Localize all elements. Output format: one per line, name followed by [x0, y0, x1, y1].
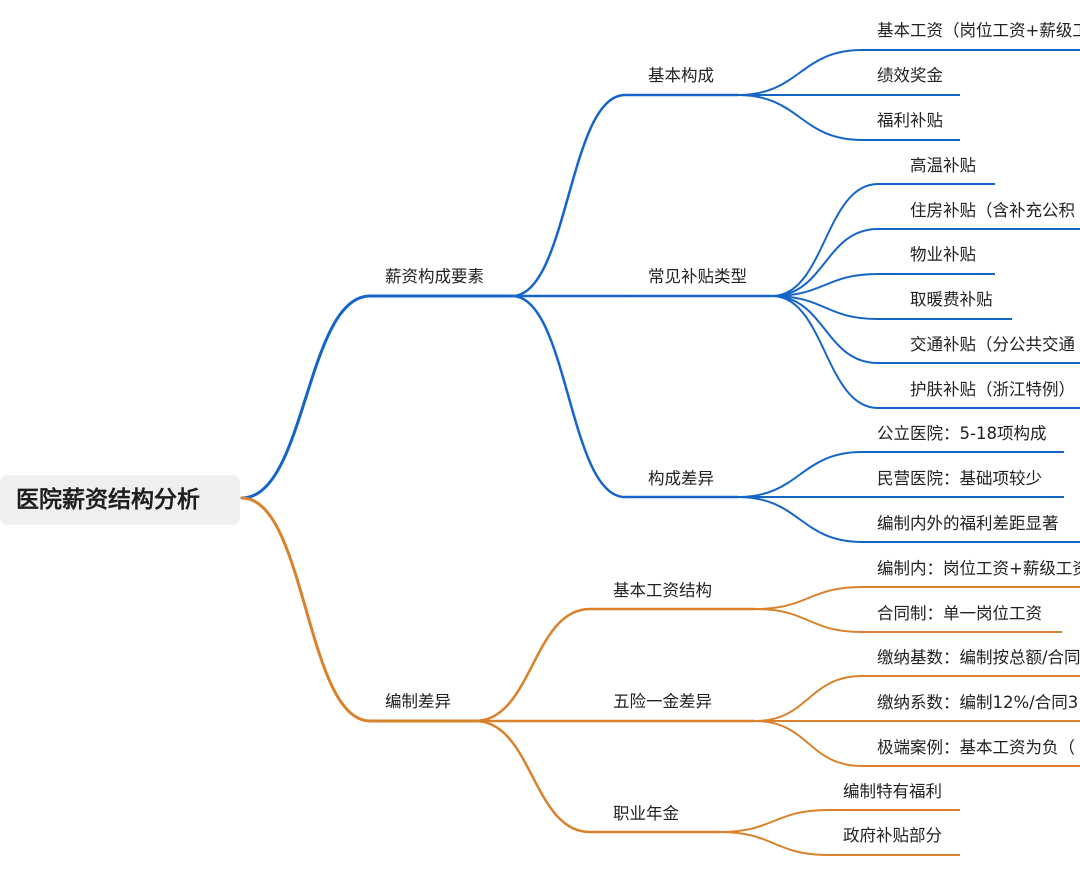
connector-leaf: [737, 94, 863, 141]
connector-root-blue: [240, 294, 372, 500]
leaf-item: 政府补贴部分: [843, 826, 942, 845]
node-insurance-fund-difference: 五险一金差异: [613, 692, 712, 711]
leaf-item: 编制内外的福利差距显著: [877, 514, 1059, 533]
leaf-item: 福利补贴: [877, 111, 943, 130]
leaf-item: 编制特有福利: [843, 782, 942, 801]
branch-salary-components: 薪资构成要素: [385, 267, 484, 286]
node-composition-difference: 构成差异: [648, 469, 714, 488]
connector-level2: [510, 294, 627, 499]
leaf-item: 护肤补贴（浙江特例）: [910, 380, 1075, 399]
connector-leaf: [719, 809, 829, 833]
connector-leaf: [771, 295, 879, 409]
connector-level2: [473, 719, 592, 834]
connector-leaf: [754, 720, 863, 767]
connector-leaf: [737, 496, 863, 543]
leaf-item: 民营医院：基础项较少: [877, 469, 1042, 488]
connector-leaf: [771, 228, 879, 297]
branch-staffing-difference: 编制差异: [385, 692, 451, 711]
connector-leaf: [771, 273, 879, 297]
leaf-item: 极端案例：基本工资为负（: [877, 738, 1075, 757]
connector-level2: [473, 607, 592, 723]
leaf-item: 缴纳系数：编制12%/合同3: [877, 693, 1079, 712]
node-basic-composition: 基本构成: [648, 66, 714, 85]
leaf-item: 基本工资（岗位工资+薪级工: [877, 21, 1080, 40]
node-base-salary-structure: 基本工资结构: [613, 581, 712, 600]
root-title: 医院薪资结构分析: [16, 487, 200, 513]
connector-leaf: [754, 586, 863, 610]
node-common-allowances: 常见补贴类型: [648, 267, 747, 286]
leaf-item: 缴纳基数：编制按总额/合同: [877, 648, 1080, 667]
root-node: [0, 475, 240, 525]
connector-root-orange: [240, 496, 372, 723]
leaf-item: 取暖费补贴: [910, 290, 993, 309]
leaf-item: 合同制：单一岗位工资: [877, 604, 1042, 623]
connector-leaf: [737, 49, 863, 96]
connector-leaf: [737, 451, 863, 498]
node-occupational-annuity: 职业年金: [613, 804, 679, 823]
connector-level2: [510, 93, 627, 298]
leaf-item: 交通补贴（分公共交通: [910, 335, 1075, 354]
leaf-item: 物业补贴: [910, 245, 976, 264]
leaf-item: 绩效奖金: [877, 66, 943, 85]
leaf-item: 住房补贴（含补充公积: [910, 201, 1075, 220]
connector-leaf: [771, 295, 879, 320]
connector-leaf: [719, 831, 829, 856]
connector-leaf: [771, 295, 879, 364]
connector-leaf: [754, 608, 863, 633]
connector-leaf: [771, 183, 879, 297]
leaf-item: 公立医院：5-18项构成: [877, 424, 1047, 443]
leaf-item: 高温补贴: [910, 156, 976, 175]
leaf-item: 编制内：岗位工资+薪级工资: [877, 559, 1080, 578]
connector-leaf: [754, 675, 863, 722]
